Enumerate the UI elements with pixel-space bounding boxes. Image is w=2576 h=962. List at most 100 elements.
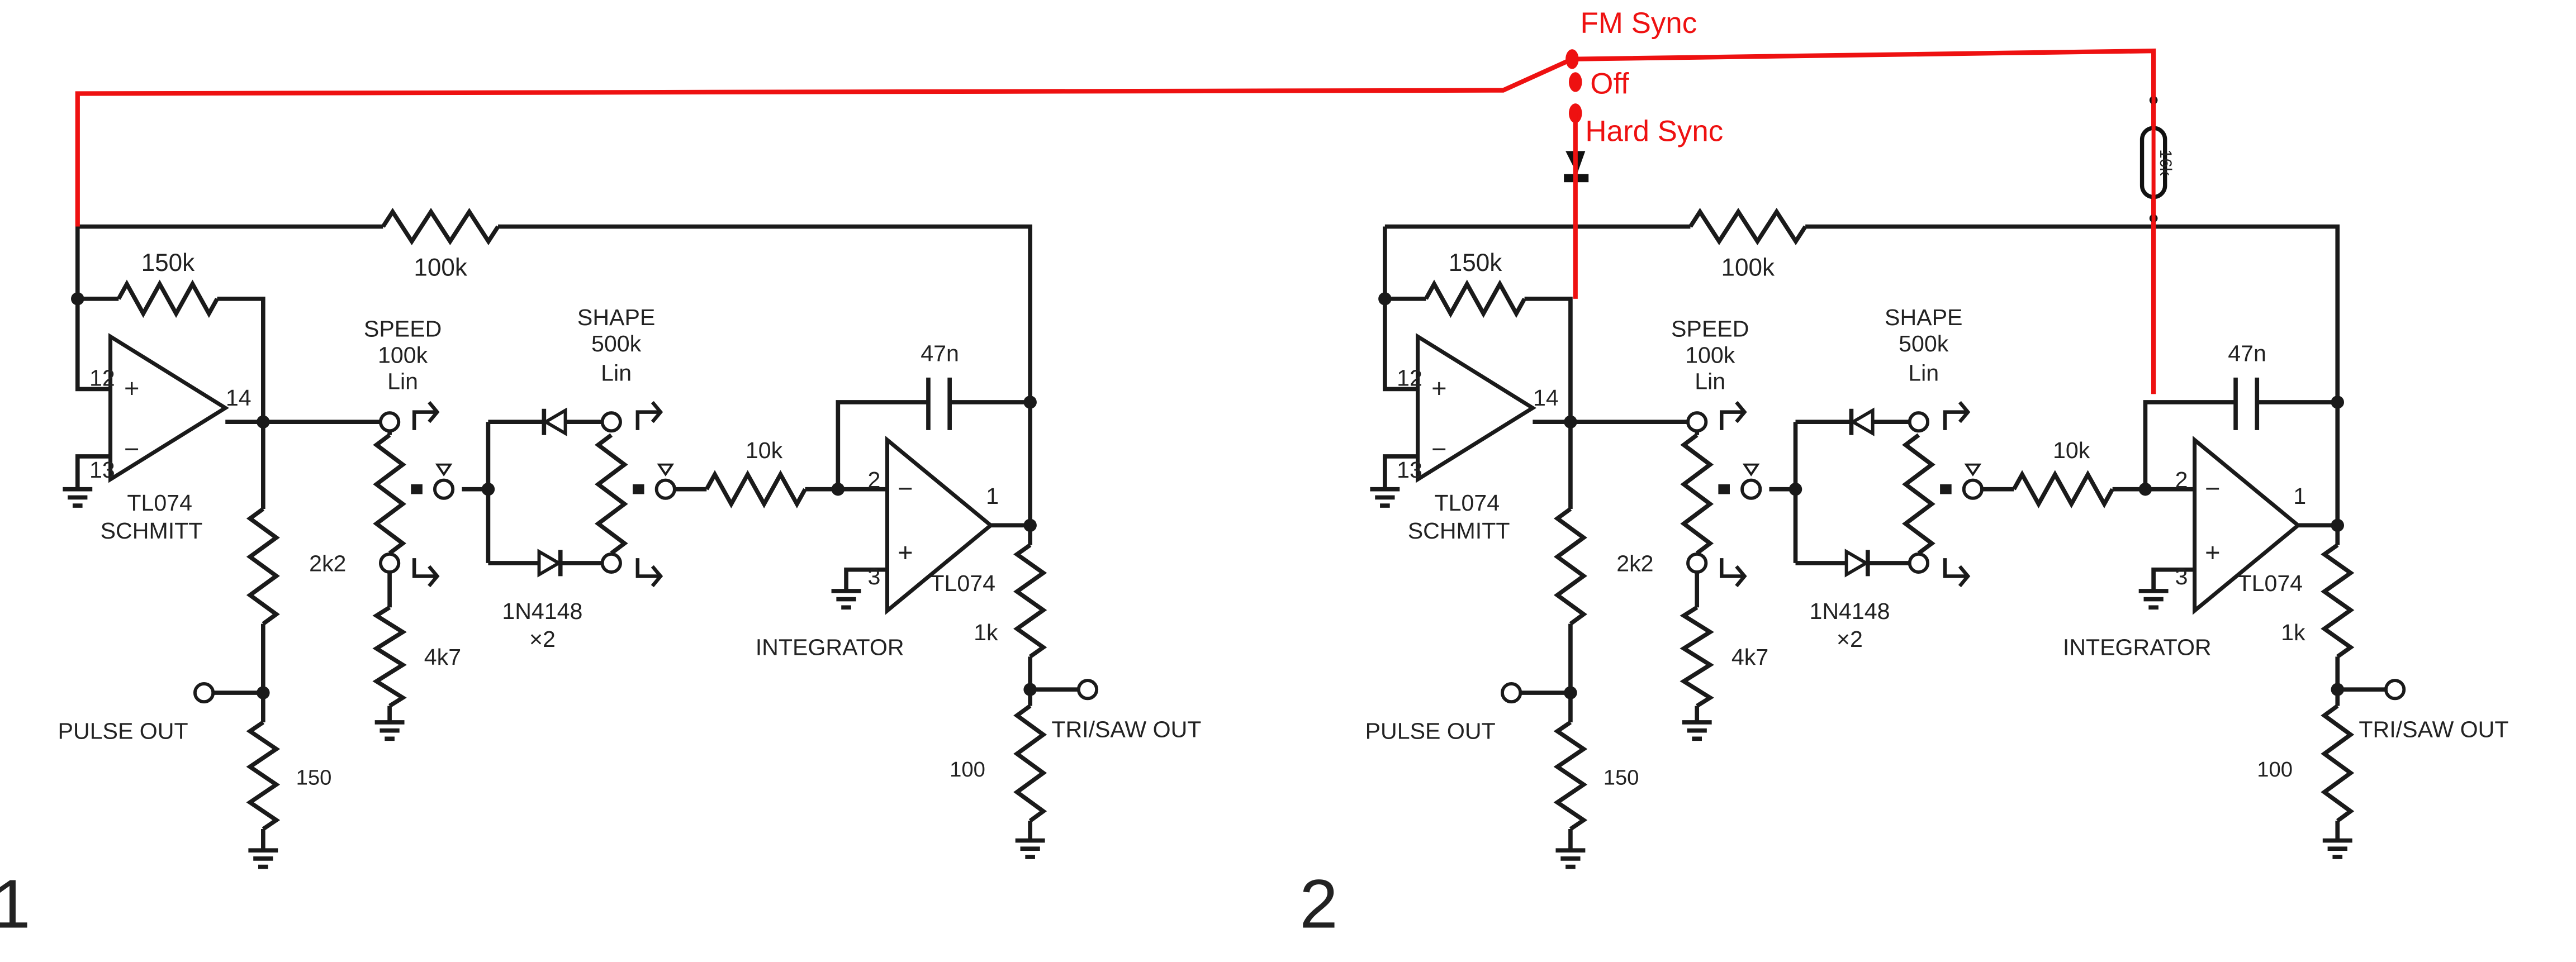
junction-dot	[1378, 292, 1392, 306]
op-amp	[885, 436, 994, 615]
label: SHAPE	[1885, 304, 1962, 330]
diode	[1844, 549, 1870, 578]
wire	[1805, 224, 2340, 526]
diode	[1849, 407, 1875, 436]
label: SCHMITT	[1408, 518, 1510, 544]
junction-dot	[1564, 686, 1577, 699]
label: +	[2205, 537, 2220, 567]
label: 3	[868, 564, 881, 589]
pot-wiper-terminal	[1740, 478, 1762, 500]
wire	[1943, 410, 1968, 430]
panel-jack-arrow-icon	[1720, 401, 1747, 430]
resistor	[246, 507, 280, 626]
wire	[635, 410, 661, 430]
speed-pot-terminal	[379, 552, 401, 574]
resistor	[2321, 543, 2355, 659]
label: 4k7	[1731, 644, 1768, 670]
resistor	[373, 433, 406, 555]
op-amp	[2193, 436, 2302, 615]
wire	[412, 558, 438, 578]
label: 1k	[974, 620, 998, 645]
panel-jack-arrow-icon	[412, 558, 440, 588]
label: ×2	[1837, 626, 1863, 652]
wire	[1383, 226, 1418, 392]
switch-contact-fm-sync[interactable]	[1565, 49, 1579, 69]
switch-contact-off[interactable]	[1568, 72, 1582, 92]
panel-jack-arrow-icon	[1943, 401, 1971, 430]
label: 12	[89, 365, 115, 391]
label: Lin	[601, 360, 632, 386]
label: TL074	[2237, 570, 2303, 596]
panel-jack-arrow-icon	[1720, 558, 1747, 588]
pulse-out-jack	[193, 682, 215, 704]
wire	[836, 400, 928, 489]
wire	[428, 401, 440, 423]
ground-icon	[1682, 720, 1712, 741]
label: 2k2	[1616, 551, 1653, 577]
label: 14	[1533, 385, 1559, 411]
op-amp	[1416, 333, 1537, 483]
pulse-out-jack	[1501, 682, 1522, 704]
wire	[1943, 558, 1968, 578]
label: 100k	[414, 254, 468, 282]
wire	[1735, 565, 1747, 588]
resistor	[381, 208, 500, 245]
resistor	[1680, 433, 1714, 555]
label: 150	[296, 766, 332, 790]
tri-saw-out-jack	[1076, 679, 1099, 701]
pot-wiper-terminal	[654, 478, 676, 500]
resistor	[372, 606, 407, 708]
diode	[537, 549, 563, 578]
wiper-marker-icon	[1742, 463, 1760, 477]
label: 47n	[921, 340, 959, 366]
ground-icon	[1015, 838, 1045, 859]
speed-pot-terminal	[379, 411, 401, 433]
resistor	[594, 433, 628, 555]
wire	[1524, 296, 1573, 422]
resistor	[1902, 433, 1935, 555]
label: +	[1431, 373, 1446, 403]
wire	[428, 565, 440, 588]
label: 100k	[1721, 254, 1776, 282]
label: 100	[950, 758, 985, 782]
label: 3	[2175, 564, 2188, 589]
label: +	[898, 537, 913, 567]
wire	[1572, 48, 2156, 394]
panel-jack-arrow-icon	[1943, 558, 1971, 588]
fm-sync-label: FM Sync	[1581, 7, 1697, 40]
junction-dot	[1023, 396, 1037, 409]
wire	[412, 410, 438, 430]
resistor	[116, 279, 219, 318]
shape-pot-terminal	[600, 411, 622, 433]
wire	[635, 558, 661, 578]
wire	[1720, 410, 1745, 430]
resistor	[1680, 606, 1714, 708]
label: 150k	[141, 249, 196, 277]
label: 100k	[378, 342, 428, 368]
shape-pot-terminal	[1908, 411, 1930, 433]
label: 1k	[2281, 620, 2305, 645]
label: −	[1431, 434, 1446, 464]
wire	[1383, 454, 1418, 489]
wire	[2151, 567, 2195, 591]
label: Lin	[387, 368, 418, 394]
wire	[651, 401, 663, 423]
label: TL074	[1434, 490, 1500, 516]
speed-pot-terminal	[1686, 411, 1708, 433]
label: TRI/SAW OUT	[1051, 716, 1201, 742]
label: 1	[2293, 483, 2306, 509]
label: PULSE OUT	[58, 718, 188, 744]
wire	[1958, 401, 1971, 423]
label: 1	[986, 483, 999, 509]
wire	[2143, 400, 2236, 489]
circuit-number: 1	[0, 865, 31, 942]
label: 13	[1397, 457, 1422, 483]
pot-wiper	[1940, 484, 1952, 494]
label: TRI/SAW OUT	[2359, 716, 2508, 742]
resistor	[246, 720, 281, 831]
panel-jack-arrow-icon	[412, 401, 440, 430]
label: 500k	[591, 331, 642, 356]
